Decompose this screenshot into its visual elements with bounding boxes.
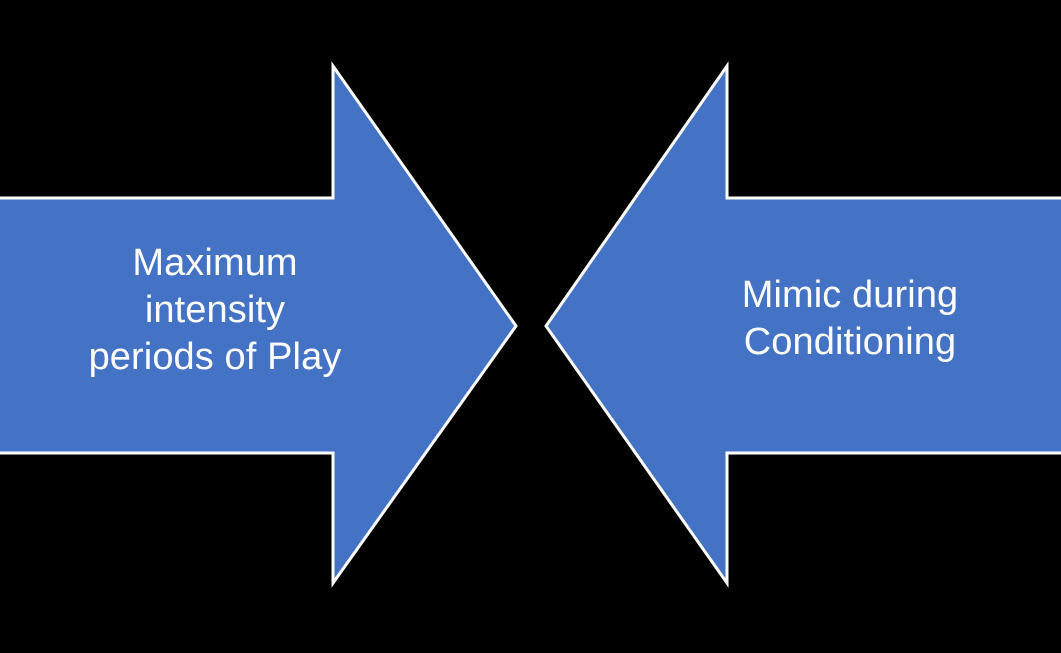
right-arrow-shape[interactable] <box>544 61 1061 588</box>
left-arrow-shape[interactable] <box>0 61 518 588</box>
